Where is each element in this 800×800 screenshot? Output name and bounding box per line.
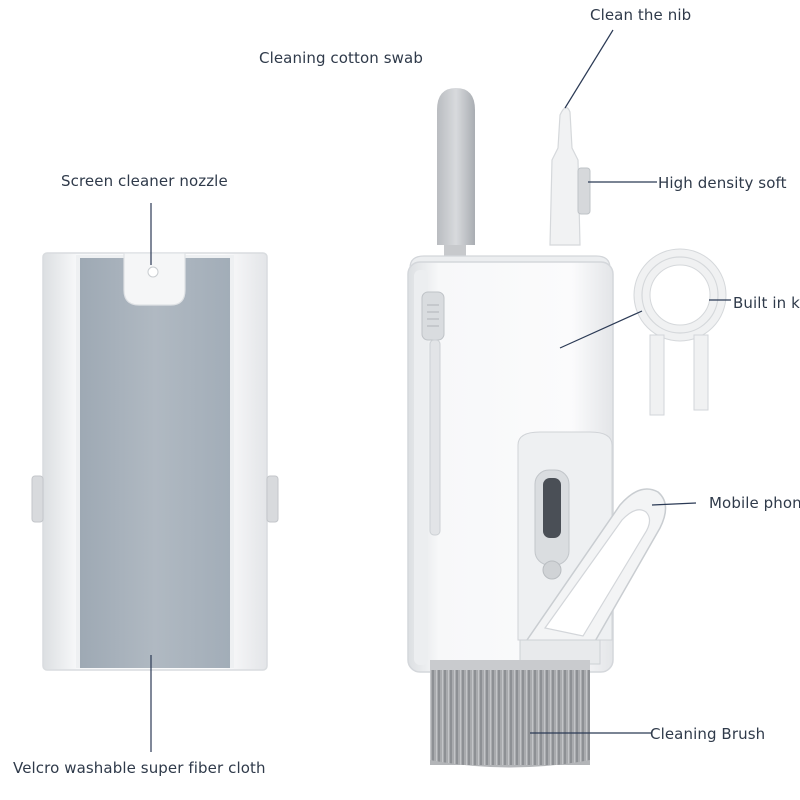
callout-lines — [150, 29, 731, 752]
nib-cleaner — [549, 107, 591, 246]
cleaning-brush — [430, 660, 590, 768]
label-clean-nib: Clean the nib — [590, 6, 692, 24]
phone-cleaning-loop — [525, 488, 667, 651]
label-cotton-swab: Cleaning cotton swab — [259, 49, 423, 67]
label-cleaning-brush: Cleaning Brush — [650, 725, 766, 743]
nozzle-hole — [147, 266, 159, 278]
label-mobile-phone: Mobile phon — [709, 494, 800, 512]
device-back-view — [31, 252, 279, 671]
keycap-puller — [633, 248, 727, 416]
cotton-swab — [437, 88, 475, 270]
label-screen-nozzle: Screen cleaner nozzle — [61, 172, 228, 190]
label-velcro-cloth: Velcro washable super fiber cloth — [13, 759, 266, 777]
label-built-in: Built in k — [733, 294, 800, 312]
device-front-view — [407, 88, 667, 768]
label-high-density: High density soft — [658, 174, 787, 192]
fiber-cloth — [80, 258, 230, 668]
nozzle-notch — [123, 252, 186, 306]
